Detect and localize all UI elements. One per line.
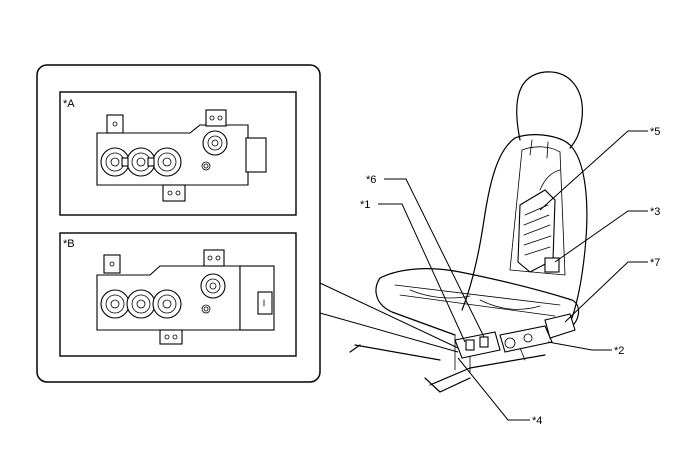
inset-b-label: *B — [63, 238, 75, 250]
callout-1: *1 — [360, 199, 370, 211]
callout-4: *4 — [532, 415, 542, 427]
seatback — [461, 137, 588, 319]
seat-rails — [349, 344, 546, 393]
callout-leaders — [378, 130, 648, 421]
callout-3: *3 — [650, 206, 660, 218]
callout-7: *7 — [650, 257, 660, 269]
inset-a — [59, 91, 297, 216]
connector-bracket — [454, 331, 501, 359]
inset-b — [59, 232, 297, 357]
callout-5: *5 — [650, 126, 660, 138]
connector-b — [479, 336, 489, 348]
seat-illustration — [349, 71, 588, 393]
callout-6: *6 — [366, 174, 376, 186]
inset-a-label: *A — [63, 98, 75, 110]
headrest — [516, 71, 583, 149]
connector-a — [465, 339, 475, 351]
callout-2: *2 — [614, 345, 624, 357]
seat-motor — [499, 325, 553, 353]
side-motor — [544, 313, 576, 339]
